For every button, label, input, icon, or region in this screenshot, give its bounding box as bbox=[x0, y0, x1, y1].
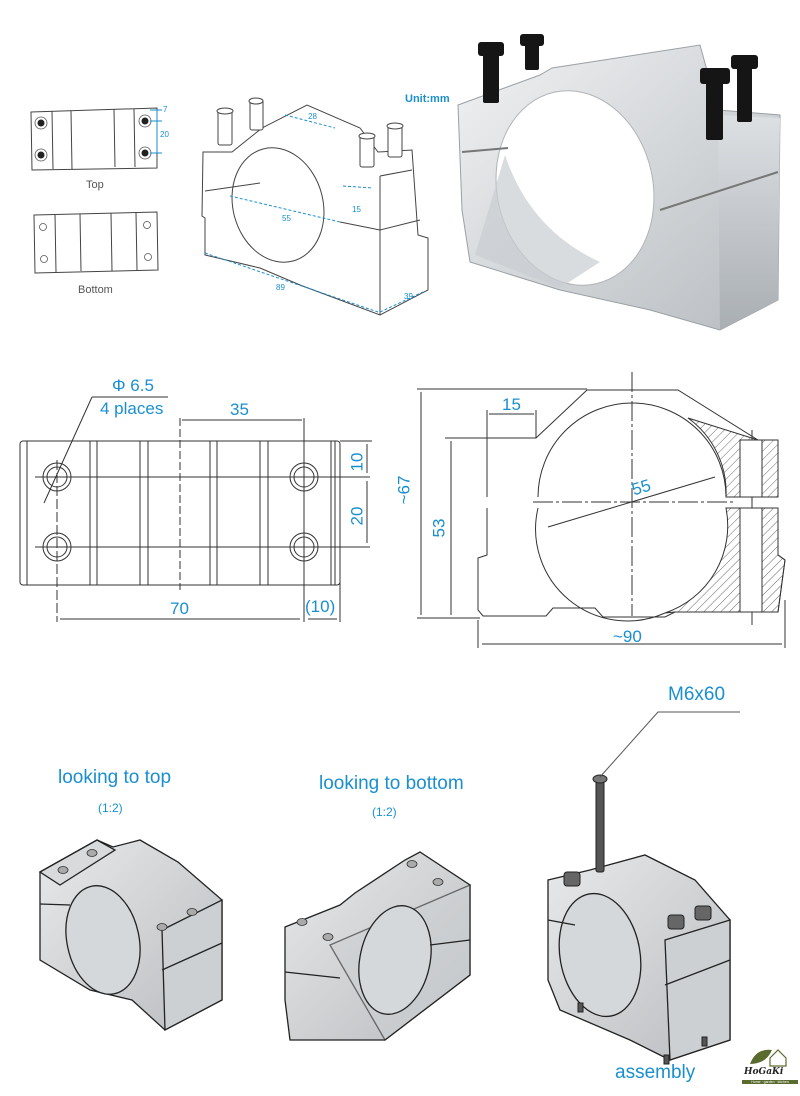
dim-plan-10: 10 bbox=[347, 452, 367, 472]
hole-callout-diameter: Φ 6.5 bbox=[112, 376, 154, 395]
leaf-house-icon bbox=[750, 1049, 787, 1067]
dim-plan-70: 70 bbox=[170, 599, 189, 618]
dim-plan-20: 20 bbox=[347, 506, 367, 526]
top-view-label: Top bbox=[86, 179, 104, 191]
bottom-view-label: Bottom bbox=[78, 284, 113, 296]
looking-bottom-scale: (1:2) bbox=[372, 805, 397, 819]
bolt-callout: M6x60 bbox=[668, 684, 726, 705]
dim-section-55: 55 bbox=[629, 475, 654, 500]
dim-section-15: 15 bbox=[502, 395, 521, 414]
dim-iso-28: 28 bbox=[308, 112, 317, 121]
dim-section-53: 53 bbox=[429, 518, 449, 538]
looking-top-title: looking to top bbox=[58, 767, 172, 788]
dim-section-67: ~67 bbox=[394, 475, 414, 505]
dim-iso-55: 55 bbox=[282, 214, 291, 223]
hole-callout-count: 4 places bbox=[100, 399, 164, 418]
dim-iso-89: 89 bbox=[276, 283, 285, 292]
dim-plan-edge-10: (10) bbox=[305, 597, 336, 616]
dim-iso-39: 39 bbox=[404, 292, 413, 301]
dim-iso-15: 15 bbox=[352, 205, 361, 214]
looking-top-scale: (1:2) bbox=[98, 801, 123, 815]
brand-logo: HoGaKi Home · garden · kitchen bbox=[742, 1040, 798, 1090]
looking-bottom-title: looking to bottom bbox=[319, 773, 464, 794]
logo-tagline: Home · garden · kitchen bbox=[742, 1080, 798, 1084]
logo-name: HoGaKi bbox=[744, 1067, 784, 1077]
unit-label: Unit:mm bbox=[405, 93, 450, 105]
dim-section-90: ~90 bbox=[613, 627, 642, 646]
assembly-title: assembly bbox=[615, 1062, 696, 1083]
dim-top-7: 7 bbox=[163, 105, 168, 114]
dim-plan-35: 35 bbox=[230, 400, 249, 419]
dim-top-20: 20 bbox=[160, 130, 169, 139]
